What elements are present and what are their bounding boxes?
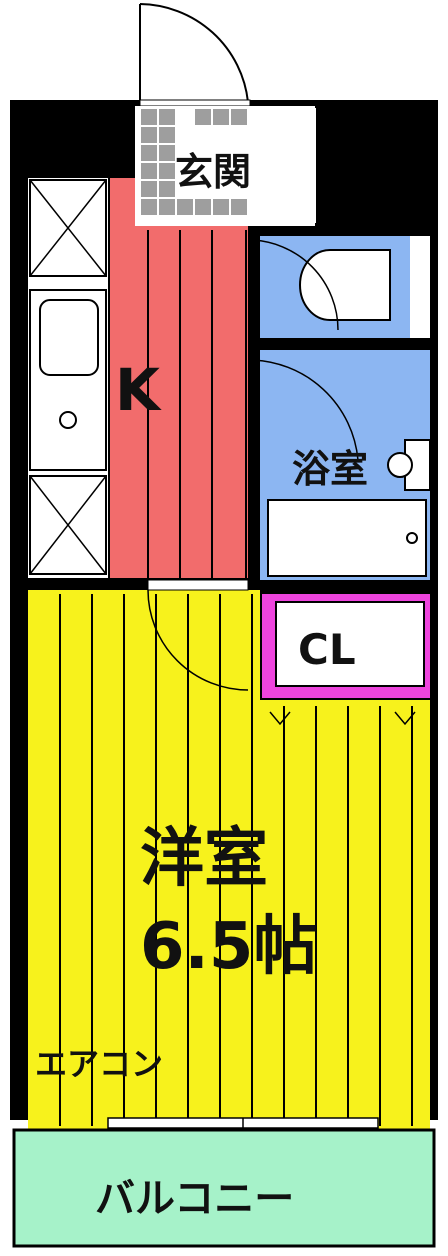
bathroom-label: 浴室 xyxy=(292,447,368,491)
entrance-area: 玄関 xyxy=(135,106,316,226)
closet-label: CL xyxy=(298,625,356,674)
western-room-label: 洋室 xyxy=(140,822,268,896)
closet-area: CL xyxy=(262,594,430,698)
balcony-label: バルコニー xyxy=(95,1176,294,1222)
bathroom-area: 浴室 xyxy=(249,350,431,580)
entrance-label: 玄関 xyxy=(175,150,251,194)
western-room-size: 6.5帖 xyxy=(140,910,317,984)
stove-icon xyxy=(59,411,77,429)
western-room-area: 洋室 6.5帖 エアコン xyxy=(28,579,430,1130)
balcony-area: バルコニー xyxy=(12,1117,436,1248)
sink-icon xyxy=(39,299,99,376)
toilet-area xyxy=(249,236,430,338)
kitchen-label: K xyxy=(115,356,162,424)
toilet-icon xyxy=(299,249,391,321)
kitchen-fixtures xyxy=(28,178,108,578)
bathtub-icon xyxy=(267,499,427,577)
air-conditioner-label: エアコン xyxy=(35,1045,163,1083)
kitchen-area: K xyxy=(110,178,248,578)
entrance-door xyxy=(139,3,251,107)
